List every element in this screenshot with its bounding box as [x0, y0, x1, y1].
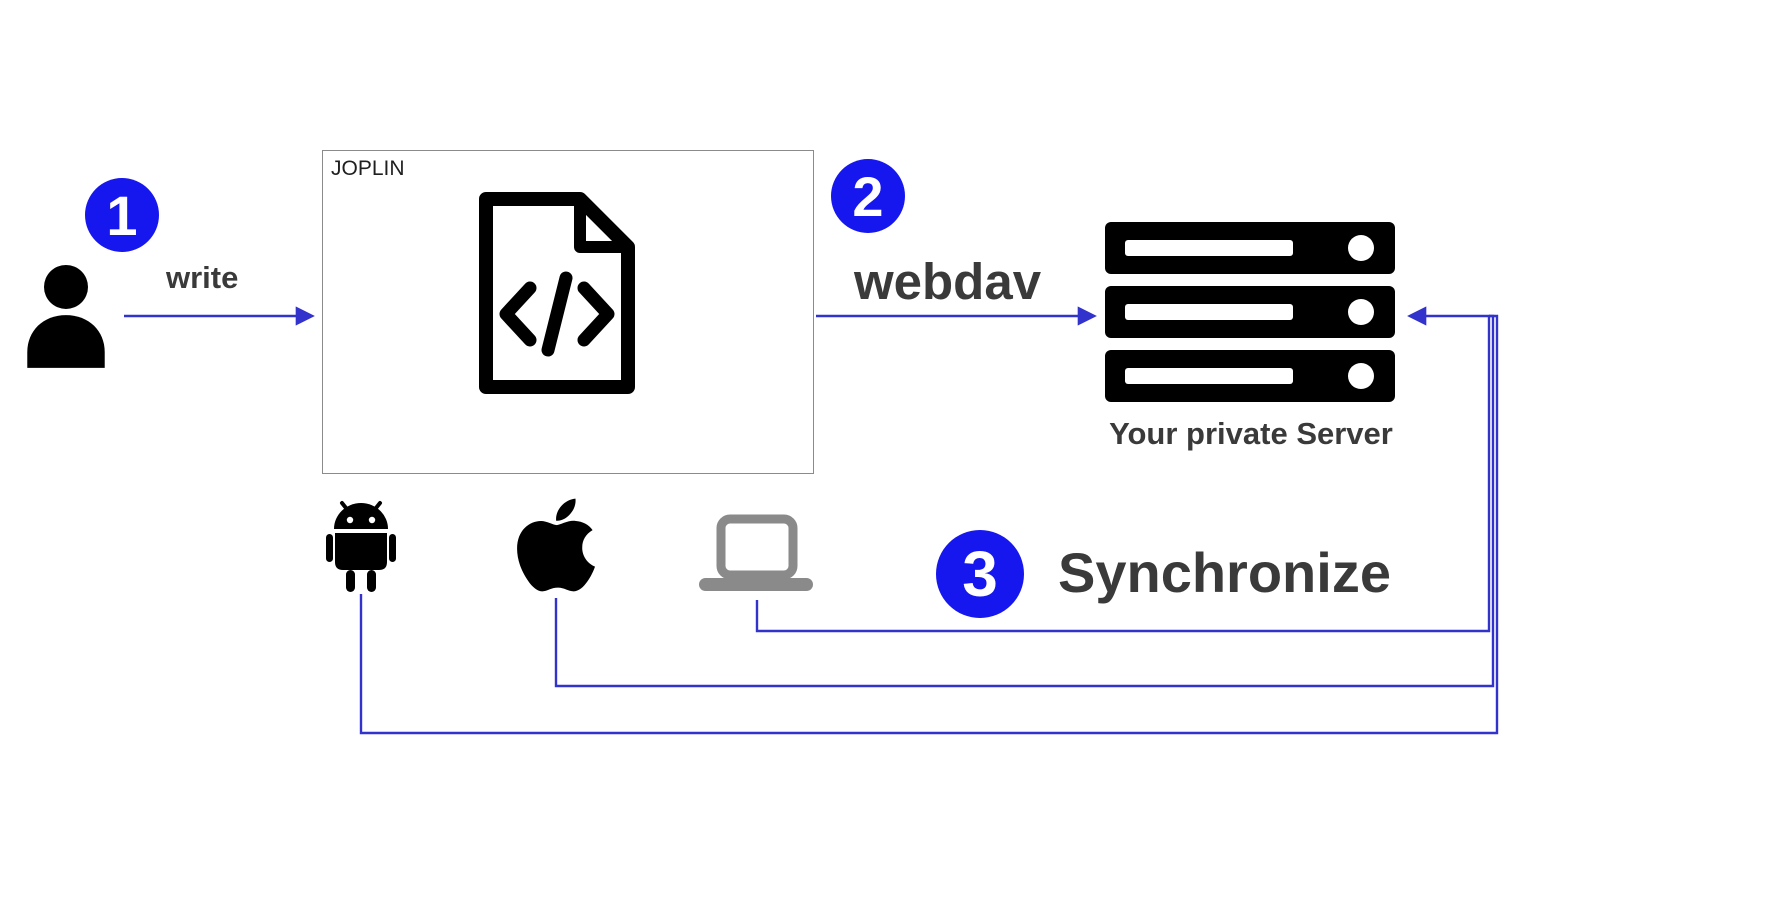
write-label: write — [166, 260, 239, 295]
sync-line-android — [359, 314, 1499, 735]
step-1-number: 1 — [106, 183, 138, 247]
user-icon — [22, 264, 110, 373]
synchronize-label: Synchronize — [1058, 541, 1391, 604]
webdav-label: webdav — [854, 253, 1042, 310]
apple-icon — [516, 492, 596, 603]
step-2-number: 2 — [852, 164, 884, 228]
markdown-file-icon — [468, 190, 646, 401]
step-3-badge: 3 — [936, 530, 1024, 618]
step-2-badge: 2 — [831, 159, 905, 233]
sync-line-laptop — [755, 306, 1491, 633]
server-label: Your private Server — [1109, 416, 1393, 451]
step-1-badge: 1 — [85, 178, 159, 252]
joplin-box-label: JOPLIN — [331, 157, 405, 180]
step-3-number: 3 — [962, 538, 998, 610]
laptop-icon — [697, 514, 815, 599]
android-icon — [326, 498, 396, 599]
server-icon — [1105, 222, 1399, 407]
